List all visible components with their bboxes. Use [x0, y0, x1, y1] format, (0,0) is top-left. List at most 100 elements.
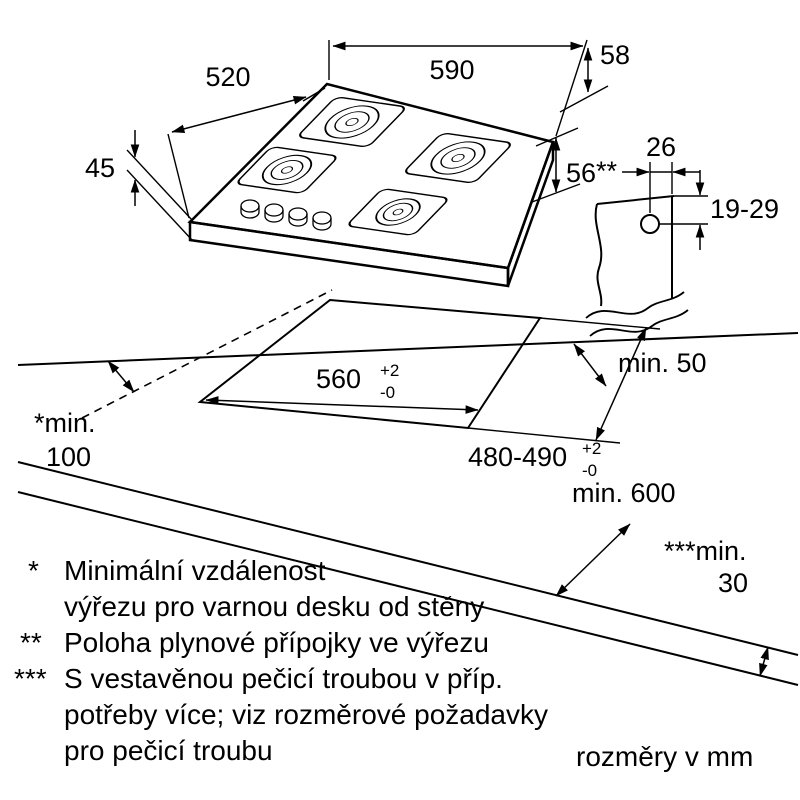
burner-ring-inner	[382, 202, 414, 222]
dim-19-29-label: 19-29	[710, 194, 779, 224]
detail-break-curve-2	[589, 309, 689, 337]
pan-support	[299, 97, 405, 147]
dim-cutout-width-tol-minus: -0	[380, 383, 395, 402]
burner-ring-inner	[440, 147, 476, 169]
dim-min-100-label: *min.	[34, 408, 96, 438]
dim-min-50-label: min. 50	[618, 348, 707, 378]
burner-front-right	[348, 188, 448, 236]
dim-520-arrow	[171, 95, 307, 134]
gas-marker-label: **	[596, 156, 618, 186]
knob-top	[240, 199, 260, 213]
worktop-front-edge	[17, 461, 799, 656]
dim-520-label: 520	[205, 62, 250, 92]
hob-front-face	[188, 220, 510, 288]
note1-line2: výřezu pro varnou desku od stěny	[64, 591, 484, 622]
note1-line1: Minimální vzdálenost	[64, 555, 326, 586]
dim-56-ext-top	[535, 127, 579, 147]
control-knob	[312, 211, 332, 231]
knob-side	[288, 214, 308, 227]
note3-line1: S vestavěnou pečicí troubou v příp.	[64, 663, 503, 694]
dim-min-600: min. 600	[555, 478, 676, 597]
knob-side	[312, 218, 332, 231]
dim-min-30-value: 30	[718, 568, 748, 598]
dim-cutout-depth-ext-back	[539, 317, 661, 330]
dim-56-label: 56	[566, 158, 596, 188]
dim-min-50-arrow	[573, 343, 607, 387]
dim-min-100-arrow	[107, 360, 135, 393]
worktop-front-face-line	[17, 491, 799, 686]
gas-connection-detail: 26 ** 19-29	[585, 132, 779, 337]
control-knob	[264, 203, 284, 223]
dim-cutout-depth-tol-minus: -0	[582, 461, 597, 480]
worktop-back-edge	[17, 332, 799, 366]
pan-support	[405, 133, 511, 183]
dim-min-100-value: 100	[46, 442, 91, 472]
dim-590: 590	[328, 39, 588, 137]
dim-58-label: 58	[600, 40, 630, 70]
dim-56: 56	[531, 127, 596, 203]
note3-line2: potřeby více; viz rozměrové požadavky	[64, 699, 548, 730]
dim-cutout-width: 560 +2 -0	[205, 361, 479, 414]
dim-cutout-width-arrow	[205, 396, 479, 414]
dim-cutout-depth-ext-front	[467, 427, 621, 444]
burner-front-left	[237, 146, 337, 194]
knob-side	[264, 210, 284, 223]
dim-min-30-arrow	[759, 646, 769, 677]
knob-top	[312, 211, 332, 225]
dim-min-600-arrow	[555, 523, 631, 597]
control-knob	[240, 199, 260, 219]
footnotes: * Minimální vzdálenost výřezu pro varnou…	[14, 555, 753, 772]
control-knob	[288, 207, 308, 227]
worktop	[17, 289, 799, 686]
dim-56-ext-bottom	[531, 183, 581, 203]
dim-cutout-depth: 480-490 +2 -0	[467, 317, 661, 480]
knob-top	[264, 203, 284, 217]
hob-top-surface	[187, 82, 555, 270]
dim-58: 58	[559, 40, 630, 113]
dim-min-100: *min. 100	[34, 360, 135, 472]
burner-ring-outer	[375, 198, 421, 226]
detail-left-break-edge	[594, 203, 603, 307]
burner-ring-outer	[430, 141, 486, 175]
hob-drawing	[187, 82, 555, 288]
dim-min-600-label: min. 600	[572, 478, 676, 508]
dim-cutout-width-label: 560	[316, 364, 361, 394]
burner-ring-inner	[270, 160, 304, 180]
dim-45: 45	[85, 130, 193, 241]
dim-min-30: ***min. 30	[664, 536, 769, 677]
cutout-outline	[197, 298, 542, 430]
dim-min-50: min. 50	[573, 343, 707, 387]
dim-cutout-depth-tol-plus: +2	[582, 439, 601, 458]
dim-cutout-width-tol-plus: +2	[380, 361, 399, 380]
dim-min-30-label: ***min.	[664, 536, 747, 566]
dim-45-label: 45	[85, 153, 115, 183]
dim-cutout-depth-label: 480-490	[468, 442, 567, 472]
detail-top-edge	[596, 195, 675, 205]
dim-520: 520	[167, 62, 326, 219]
burner-cap	[392, 208, 404, 216]
units-label: rozměry v mm	[576, 741, 753, 772]
dim-590-ext-right	[555, 39, 588, 137]
burner-ring-outer	[261, 154, 313, 186]
note1-marker: *	[28, 555, 39, 586]
dim-cutout-depth-arrow	[595, 327, 647, 441]
pan-support	[237, 146, 337, 194]
knob-side	[240, 206, 260, 219]
dim-520-ext-back	[302, 87, 326, 102]
dashed-projection-line	[81, 289, 333, 419]
burner-rear-right	[405, 133, 511, 183]
note2-marker: **	[20, 627, 42, 658]
burner-ring-outer	[324, 105, 380, 139]
burner-rear-left	[299, 97, 405, 147]
note3-marker: ***	[14, 663, 47, 694]
note3-line3: pro pečicí troubu	[64, 735, 273, 766]
dim-58-ext-bottom	[559, 85, 609, 113]
burner-ring-inner	[334, 111, 370, 133]
dim-26-label: 26	[646, 132, 676, 162]
knob-top	[288, 207, 308, 221]
dim-520-ext-front	[167, 133, 190, 219]
pan-support	[348, 188, 448, 236]
dim-45-ext-top	[126, 149, 193, 221]
